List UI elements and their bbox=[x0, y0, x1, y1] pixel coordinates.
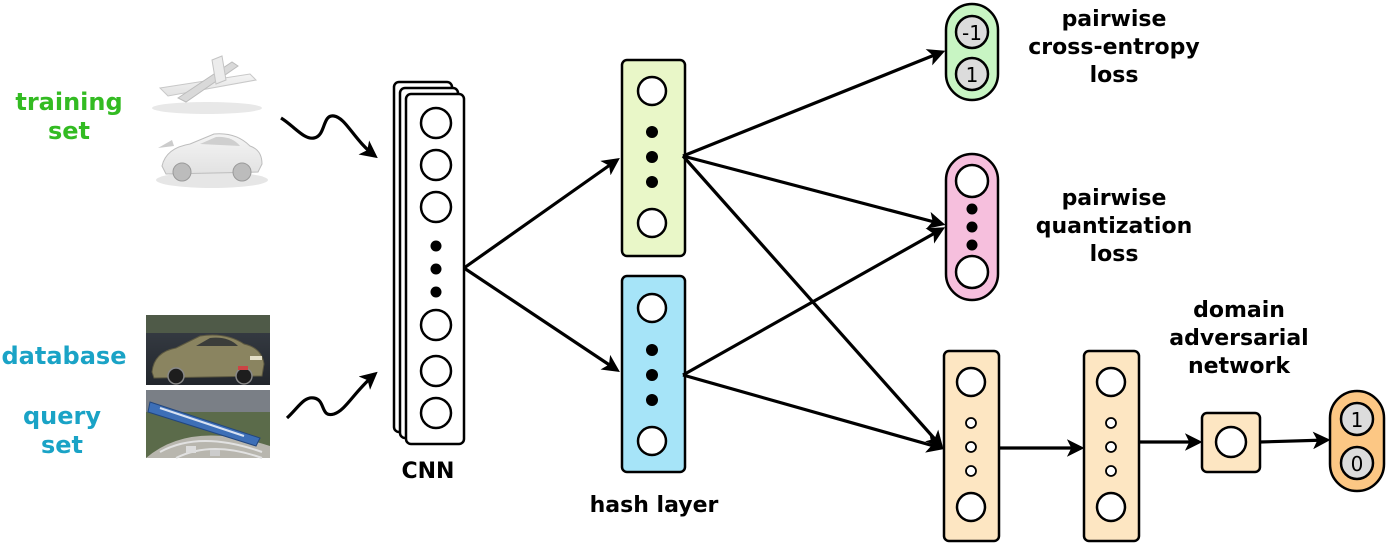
hash-neuron bbox=[636, 75, 668, 107]
ce-label-line2: cross-entropy bbox=[1028, 35, 1199, 60]
ce-output-unit bbox=[954, 14, 990, 50]
ce-label-line1: pairwise bbox=[1062, 7, 1167, 32]
dan-label-line2: adversarial bbox=[1169, 326, 1308, 351]
cnn-neuron bbox=[419, 148, 453, 182]
adv-neuron bbox=[1214, 425, 1248, 459]
adv-neuron bbox=[955, 366, 987, 398]
hash-ellipsis-dot bbox=[646, 151, 658, 163]
adversarial-layer-2 bbox=[1082, 349, 1141, 543]
domain-output-unit bbox=[1339, 445, 1375, 481]
cnn-neuron bbox=[419, 308, 453, 342]
arrow-adv3-to-output bbox=[1259, 431, 1331, 450]
hash-ellipsis-dot bbox=[646, 394, 658, 406]
squiggle-arrow-training bbox=[280, 114, 378, 159]
training-set-label-line1: training bbox=[15, 88, 122, 116]
ce-value-bottom: 1 bbox=[966, 63, 979, 87]
database-label: database bbox=[2, 342, 127, 370]
query-set-label: query set bbox=[23, 402, 101, 459]
hash-ellipsis-dot bbox=[646, 369, 658, 381]
adversarial-layer-1 bbox=[942, 349, 1001, 543]
cnn-neuron bbox=[419, 354, 453, 388]
ce-output-unit bbox=[954, 56, 990, 92]
adv-small-neuron bbox=[1105, 465, 1117, 477]
domain-output-unit bbox=[1339, 401, 1375, 437]
cross-entropy-loss-label: pairwise cross-entropy loss bbox=[1028, 7, 1199, 88]
quant-ellipsis-dot bbox=[966, 203, 978, 215]
quant-label-line2: quantization bbox=[1036, 214, 1192, 239]
quant-neuron bbox=[954, 254, 990, 290]
adv-small-neuron bbox=[965, 417, 977, 429]
hash-layer-label: hash layer bbox=[590, 493, 719, 518]
adv-neuron bbox=[1095, 366, 1127, 398]
arrow-hash-target-to-quant-loss bbox=[682, 227, 946, 377]
quant-label-line1: pairwise bbox=[1062, 186, 1167, 211]
cnn-ellipsis-dot bbox=[430, 240, 442, 252]
dan-label-line1: domain bbox=[1193, 298, 1285, 323]
hash-layer-source bbox=[620, 58, 687, 258]
domain-output-node: 1 0 bbox=[1328, 389, 1386, 493]
cnn-ellipsis-dot bbox=[430, 263, 442, 275]
arrow-cnn-to-hash-source bbox=[463, 157, 620, 270]
hash-neuron bbox=[636, 292, 668, 324]
cross-entropy-loss-node: -1 1 bbox=[944, 2, 1000, 102]
query-image-train bbox=[146, 390, 270, 459]
hash-ellipsis-dot bbox=[646, 344, 658, 356]
quant-label-line3: loss bbox=[1090, 242, 1139, 267]
quantization-loss-node bbox=[944, 152, 1000, 302]
quant-ellipsis-dot bbox=[966, 221, 978, 233]
cnn-label: CNN bbox=[402, 459, 455, 484]
query-set-label-line1: query bbox=[23, 402, 101, 430]
cnn-block bbox=[392, 80, 466, 446]
arrow-hash-target-to-adversarial bbox=[682, 373, 945, 453]
quant-neuron bbox=[954, 163, 990, 199]
quantization-loss-label: pairwise quantization loss bbox=[1036, 186, 1192, 267]
adv-small-neuron bbox=[1105, 441, 1117, 453]
domain-value-bottom: 0 bbox=[1351, 452, 1364, 476]
adv-small-neuron bbox=[965, 465, 977, 477]
training-set-label-line2: set bbox=[48, 117, 90, 145]
hash-neuron bbox=[636, 207, 668, 239]
cnn-neuron bbox=[419, 190, 453, 224]
adv-small-neuron bbox=[965, 441, 977, 453]
hash-neuron bbox=[636, 425, 668, 457]
training-image-car bbox=[150, 124, 270, 190]
training-set-label: training set bbox=[15, 88, 122, 145]
adv-small-neuron bbox=[1105, 417, 1117, 429]
ce-label-line3: loss bbox=[1090, 63, 1139, 88]
dan-label-line3: network bbox=[1188, 354, 1291, 379]
hash-ellipsis-dot bbox=[646, 176, 658, 188]
hash-ellipsis-dot bbox=[646, 126, 658, 138]
quant-ellipsis-dot bbox=[966, 239, 978, 251]
cnn-ellipsis-dot bbox=[430, 286, 442, 298]
query-set-label-line2: set bbox=[41, 431, 83, 459]
adv-neuron bbox=[1095, 491, 1127, 523]
adversarial-layer-3 bbox=[1200, 411, 1262, 474]
ce-value-top: -1 bbox=[962, 21, 982, 45]
training-image-airplane bbox=[146, 52, 268, 120]
database-image-car bbox=[146, 315, 270, 385]
squiggle-arrow-query bbox=[285, 371, 378, 420]
arrow-cnn-to-hash-target bbox=[463, 266, 620, 372]
arrow-hash-source-to-ce-loss bbox=[682, 49, 946, 158]
arrow-hash-source-to-quant-loss bbox=[682, 154, 946, 229]
cnn-neuron bbox=[419, 106, 453, 140]
cnn-neuron bbox=[419, 396, 453, 430]
domain-adversarial-label: domain adversarial network bbox=[1169, 298, 1308, 379]
domain-value-top: 1 bbox=[1351, 408, 1364, 432]
hash-layer-target bbox=[620, 274, 687, 474]
adv-neuron bbox=[955, 491, 987, 523]
